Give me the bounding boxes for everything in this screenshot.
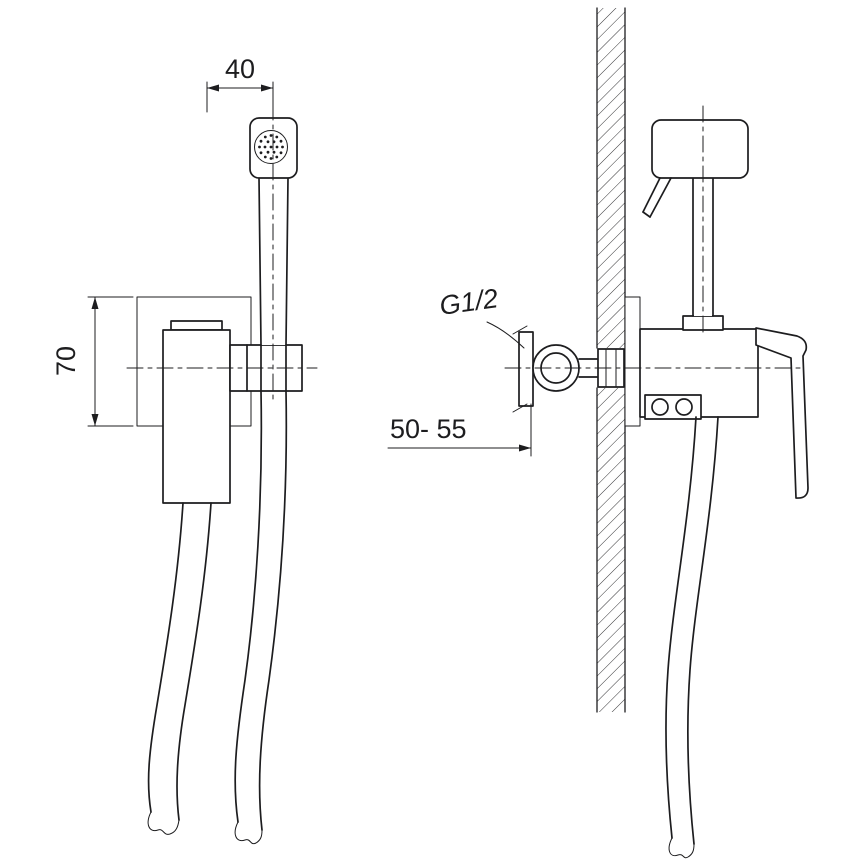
front-view: 40 70 bbox=[51, 54, 318, 845]
side-body-nut bbox=[644, 394, 702, 420]
side-hose bbox=[665, 416, 719, 859]
front-wand-left-edge bbox=[258, 177, 262, 346]
inlet-flange-tick bbox=[512, 325, 528, 335]
side-view: G1/2 50- 55 bbox=[387, 7, 809, 859]
side-wall-plate bbox=[624, 296, 641, 427]
dim-width-label: 40 bbox=[225, 54, 255, 84]
spray-nozzle-holes bbox=[258, 134, 284, 160]
dim-height bbox=[87, 296, 134, 427]
front-body-cap bbox=[170, 320, 223, 331]
dim-depth bbox=[387, 403, 532, 457]
hose-break-edge bbox=[668, 837, 695, 859]
dim-width bbox=[206, 81, 274, 115]
side-sprayer-head bbox=[651, 119, 749, 179]
side-lever bbox=[755, 327, 809, 499]
hose-break-edge bbox=[147, 811, 180, 835]
wall-hatch-upper bbox=[597, 8, 625, 348]
thread-label: G1/2 bbox=[438, 283, 500, 321]
wall-hatch-lower bbox=[597, 388, 625, 712]
front-body bbox=[162, 329, 231, 504]
side-spray-tip bbox=[642, 177, 672, 218]
dim-height-label: 70 bbox=[51, 346, 81, 376]
inlet-flange bbox=[518, 331, 534, 407]
dim-depth-label: 50- 55 bbox=[390, 414, 467, 444]
spray-face bbox=[254, 130, 288, 164]
inlet-flange-tick bbox=[512, 403, 528, 413]
front-hose-body bbox=[147, 502, 212, 835]
thread-leader-line bbox=[486, 321, 525, 349]
front-hose-wand bbox=[234, 390, 288, 845]
front-wand-right-edge bbox=[285, 177, 289, 346]
hose-break-edge bbox=[234, 821, 263, 845]
wall bbox=[596, 7, 626, 713]
